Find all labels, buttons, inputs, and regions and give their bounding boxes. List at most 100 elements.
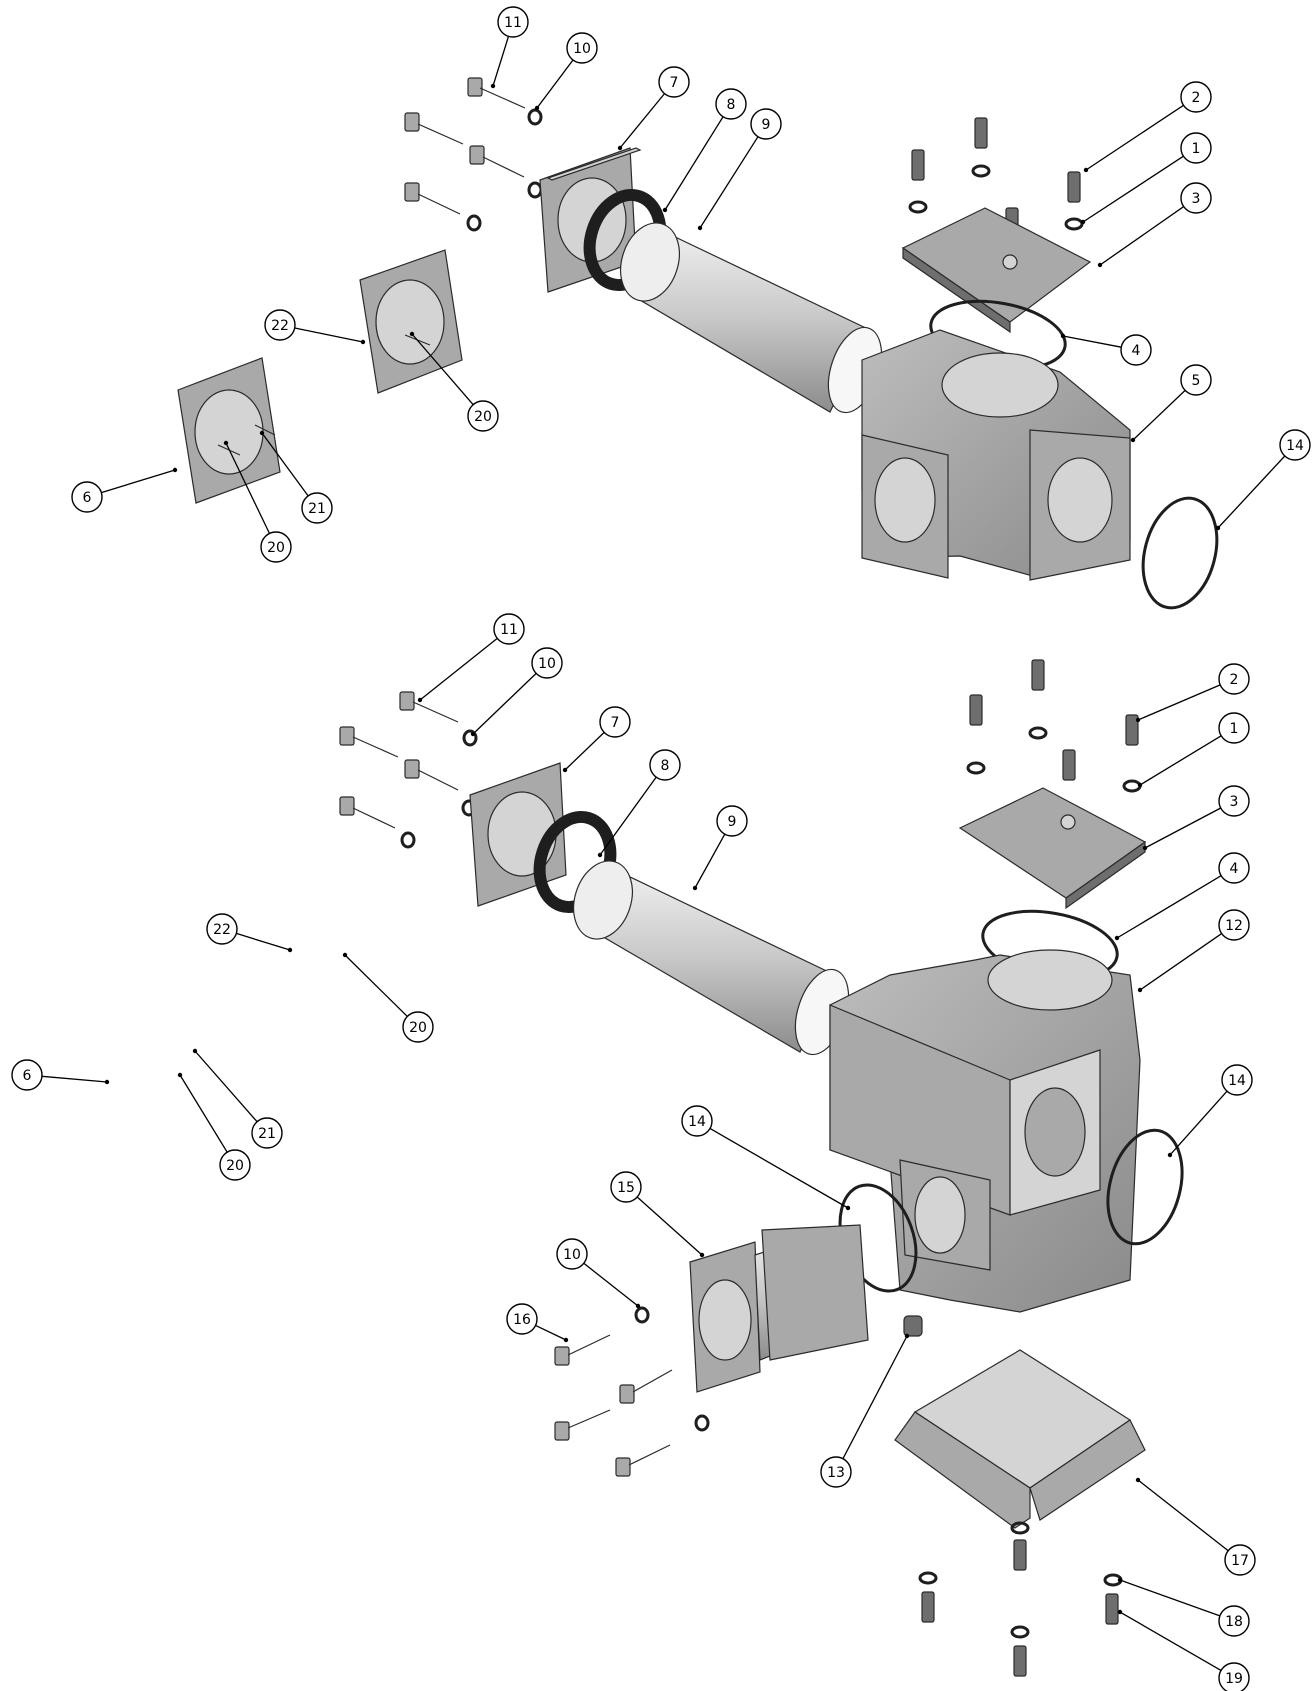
leader-tip-u5 [1130, 437, 1136, 443]
leader-line-u22 [294, 327, 364, 343]
lower-part-9-sleeve [573, 860, 850, 1056]
callout-circle [264, 309, 296, 341]
leader-line-u20b [225, 442, 271, 534]
callout-circle [1180, 364, 1212, 396]
leader-tip-l3 [1142, 845, 1148, 851]
callout-number: 2 [1230, 672, 1239, 688]
upper-part-6-cover [177, 357, 281, 504]
callout-bubble-l11: 11 [493, 613, 525, 645]
leader-line-u4 [1062, 335, 1122, 348]
callout-bubble-l7: 7 [599, 706, 631, 738]
leader-line-l20b [179, 1074, 228, 1153]
leader-tip-u11 [490, 83, 496, 89]
leader-line-l8 [599, 776, 657, 856]
callout-number: 8 [661, 758, 670, 774]
callout-circle [493, 613, 525, 645]
leader-line-u10 [536, 59, 574, 109]
leader-tip-u10 [534, 105, 540, 111]
leader-tip-u22 [360, 339, 366, 345]
leader-line-u11 [492, 36, 510, 87]
callout-bubble-l1: 1 [1218, 712, 1250, 744]
leader-tip-u6 [172, 467, 178, 473]
callout-number: 11 [500, 622, 518, 638]
leader-tip-l20b [177, 1072, 183, 1078]
leader-line-u1 [1082, 155, 1184, 223]
callout-circle [402, 1011, 434, 1043]
leader-line-l20a [344, 954, 408, 1017]
callout-circle [1180, 81, 1212, 113]
upper-part-9-sleeve [620, 222, 883, 414]
callout-number: 4 [1230, 861, 1239, 877]
leader-tip-l2 [1135, 717, 1141, 723]
upper-bolt-group-left [404, 77, 543, 232]
upper-part-3-cover [901, 207, 1092, 334]
leader-line-l15 [636, 1196, 703, 1256]
lower-bottom-bolts [918, 1521, 1123, 1677]
callout-circle [566, 32, 598, 64]
callout-bubble-l14a: 14 [681, 1105, 713, 1137]
callout-circle [1218, 663, 1250, 695]
callout-number: 5 [1192, 373, 1201, 389]
callout-number: 2 [1192, 90, 1201, 106]
callout-circle [658, 66, 690, 98]
callout-bubble-l13: 13 [820, 1456, 852, 1488]
upper-part-22-cover [359, 249, 463, 394]
lower-part-15-spool [689, 1224, 869, 1393]
lower-bolt-group-left [339, 691, 478, 849]
leader-tip-l21 [192, 1048, 198, 1054]
callout-number: 7 [670, 75, 679, 91]
leader-tip-u8 [662, 207, 668, 213]
callout-number: 10 [573, 41, 591, 57]
callout-bubble-u7: 7 [658, 66, 690, 98]
callout-number: 22 [213, 922, 231, 938]
callout-bubble-l15: 15 [610, 1171, 642, 1203]
leader-line-u5 [1132, 389, 1186, 441]
callout-circle [497, 6, 529, 38]
leader-line-l2 [1137, 684, 1221, 721]
leader-line-l3 [1144, 807, 1222, 849]
leader-tip-l1 [1137, 782, 1143, 788]
leader-line-l16 [535, 1324, 567, 1341]
callout-number: 3 [1230, 794, 1239, 810]
callout-circle [206, 913, 238, 945]
callout-circle [649, 749, 681, 781]
callout-bubble-l10b: 10 [556, 1238, 588, 1270]
leader-tip-l12 [1137, 987, 1143, 993]
callout-circle [1279, 429, 1311, 461]
leader-line-l18 [1119, 1579, 1221, 1617]
leader-tip-u20b [223, 440, 229, 446]
callout-bubble-u14: 14 [1279, 429, 1311, 461]
leader-line-l13 [842, 1335, 908, 1460]
callout-number: 7 [611, 715, 620, 731]
leader-line-l7 [564, 731, 605, 771]
leader-tip-l6 [104, 1079, 110, 1085]
leader-tip-l17 [1135, 1477, 1141, 1483]
callout-bubble-l10a: 10 [531, 647, 563, 679]
callout-number: 9 [728, 814, 737, 830]
callout-circle [71, 481, 103, 513]
callout-bubble-l14b: 14 [1221, 1064, 1253, 1096]
callout-number: 22 [271, 318, 289, 334]
callout-bubble-l22: 22 [206, 913, 238, 945]
callout-number: 6 [83, 490, 92, 506]
callout-bubble-l6: 6 [11, 1059, 43, 1091]
leader-tip-l14b [1167, 1152, 1173, 1158]
callout-bubble-u22: 22 [264, 309, 296, 341]
callout-number: 20 [474, 409, 492, 425]
leader-tip-u21 [259, 430, 265, 436]
leader-line-l12 [1139, 932, 1223, 991]
leader-line-l10b [583, 1262, 639, 1307]
leader-line-l9 [694, 833, 726, 889]
callout-circle [1218, 1605, 1250, 1637]
callout-bubble-l12: 12 [1218, 909, 1250, 941]
leader-tip-l20a [342, 952, 348, 958]
callout-number: 4 [1132, 343, 1141, 359]
leader-tip-u9 [697, 225, 703, 231]
callout-number: 6 [23, 1068, 32, 1084]
lower-part-16-bolts [554, 1306, 710, 1477]
callout-circle [301, 492, 333, 524]
leader-line-u8 [664, 116, 724, 211]
callout-bubble-u2: 2 [1180, 81, 1212, 113]
callout-number: 8 [727, 97, 736, 113]
callout-circle [1224, 1544, 1256, 1576]
